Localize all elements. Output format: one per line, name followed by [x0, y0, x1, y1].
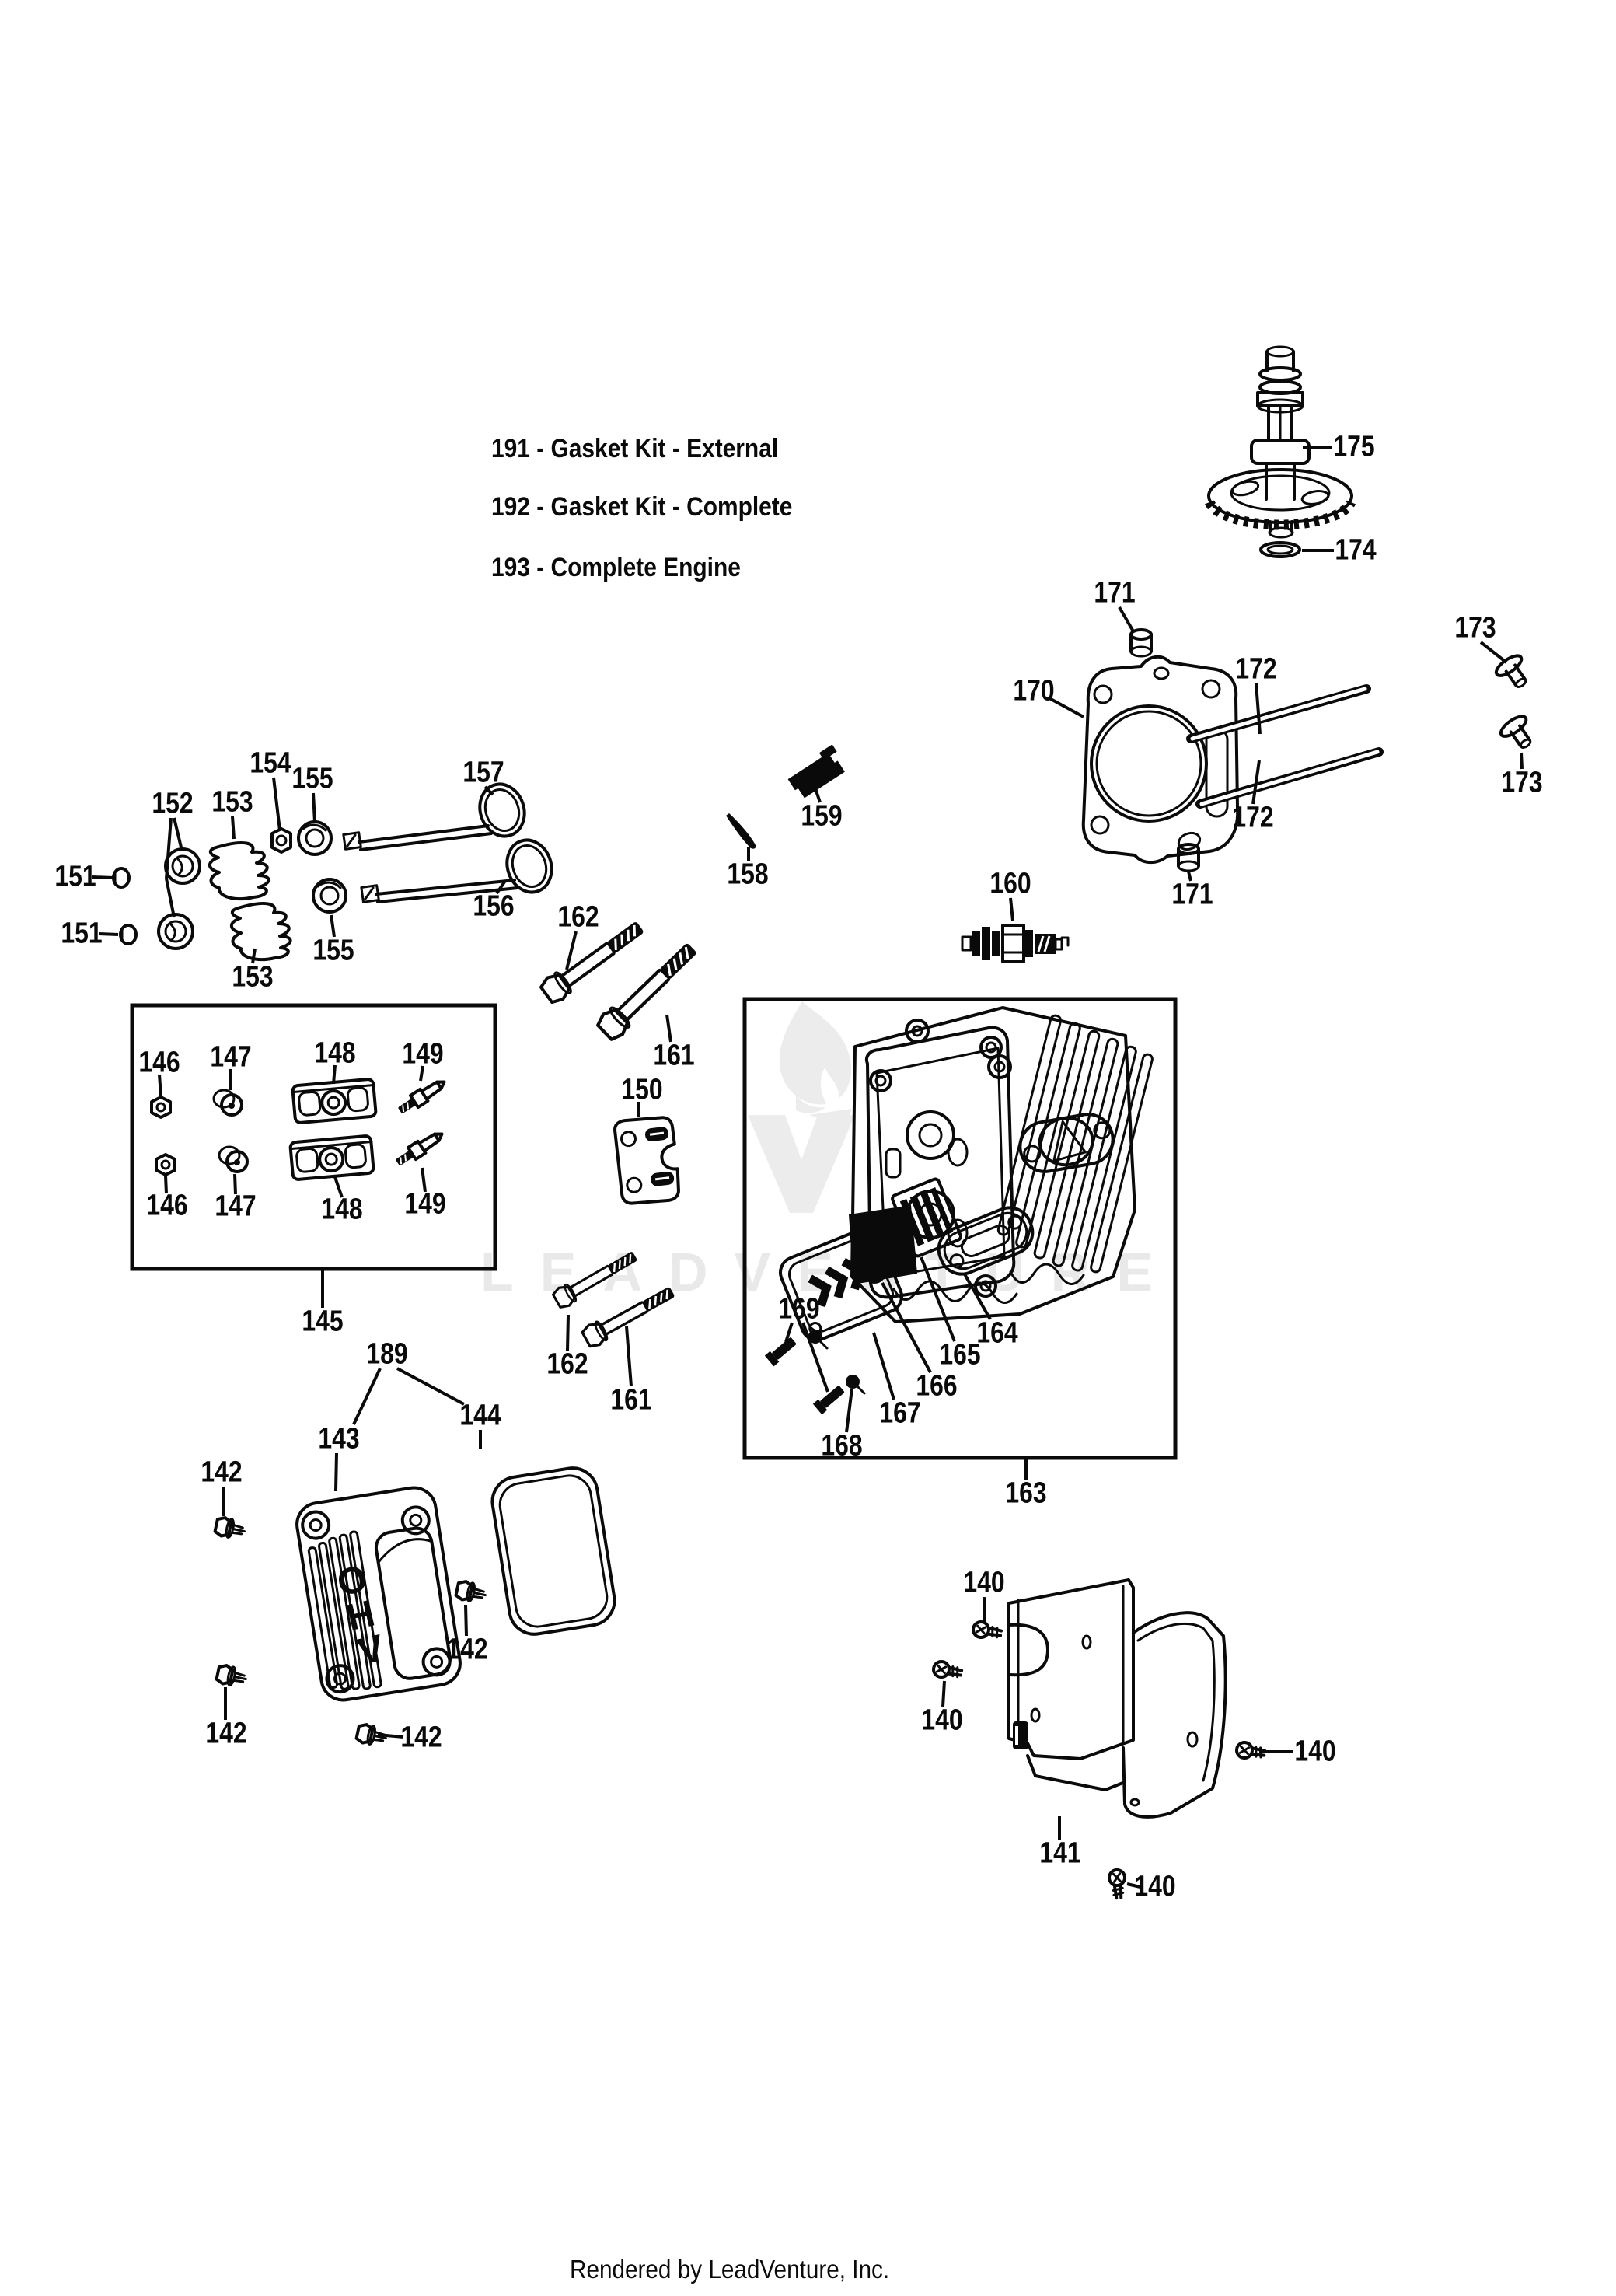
camshaft-drawing: [1204, 345, 1356, 539]
clip-159-drawing: [787, 744, 845, 799]
screw-168-drawing: [808, 1330, 866, 1395]
screw-169-drawing: [764, 1335, 798, 1367]
spark-plug-drawing: [961, 924, 1070, 963]
spring-seat-drawing: [297, 820, 347, 914]
bolt-142-drawing: [453, 1578, 489, 1606]
bolt-162-drawing: [550, 1246, 642, 1312]
valve-cap-drawing: [1496, 711, 1541, 757]
bolt-161-drawing: [579, 1280, 679, 1351]
footer-credit: Rendered by LeadVenture, Inc.: [570, 2255, 890, 2284]
bolt-161-drawing: [595, 938, 702, 1042]
pin-158-drawing: [726, 813, 756, 849]
tappet-drawing: [1129, 628, 1153, 658]
bolt-142-drawing: [212, 1515, 248, 1543]
bolt-162-drawing: [539, 916, 648, 1005]
watermark-text: LEADVENTURE: [480, 1242, 1180, 1302]
shroud-drawing: [1007, 1578, 1227, 1819]
head-gasket-drawing: [1081, 655, 1240, 865]
valve-cover-drawing: O H V: [295, 1486, 462, 1702]
nut-146-drawing: [155, 1153, 176, 1176]
valve-spring-drawing: [208, 841, 292, 962]
flame-icon: [779, 1001, 852, 1113]
nut-154-drawing: [270, 827, 292, 854]
kit-line-193: 193 - Complete Engine: [491, 553, 741, 582]
oring-174-drawing: [1259, 541, 1301, 558]
valve-156-drawing: [360, 838, 553, 903]
kit-line-191: 191 - Gasket Kit - External: [491, 434, 779, 463]
stud-149-drawing: [392, 1126, 448, 1171]
pivot-147-drawing: [212, 1089, 243, 1117]
stud-149-drawing: [394, 1074, 450, 1119]
valve-157-drawing: [342, 782, 526, 851]
rocker-arm-148-drawing: [291, 1077, 378, 1125]
baffle-167-drawing: [779, 1227, 903, 1342]
cover-gasket-drawing: [490, 1466, 616, 1636]
push-rod-drawing: [1186, 684, 1384, 809]
v-mark-icon: [748, 1109, 855, 1213]
rocker-arm-148-drawing: [288, 1134, 375, 1182]
gasket-164-drawing: [937, 1206, 1035, 1276]
leader-lines: [92, 446, 1524, 1889]
group-box-145: [130, 1003, 497, 1271]
valve-cap-151-drawing: [112, 867, 138, 945]
screw-169-drawing: [812, 1383, 846, 1415]
kit-line-192: 192 - Gasket Kit - Complete: [491, 492, 793, 522]
pivot-147-drawing: [218, 1145, 249, 1173]
spring-retainer-drawing: [157, 847, 201, 950]
bracket-150-drawing: [613, 1116, 680, 1205]
nut-146-drawing: [150, 1096, 172, 1119]
bolt-142-drawing: [214, 1662, 250, 1690]
screw-140-drawing: [930, 1658, 965, 1683]
group-box-163: [742, 997, 1178, 1460]
screw-140-drawing: [1107, 1868, 1129, 1900]
screw-140-drawing: [970, 1619, 1004, 1643]
